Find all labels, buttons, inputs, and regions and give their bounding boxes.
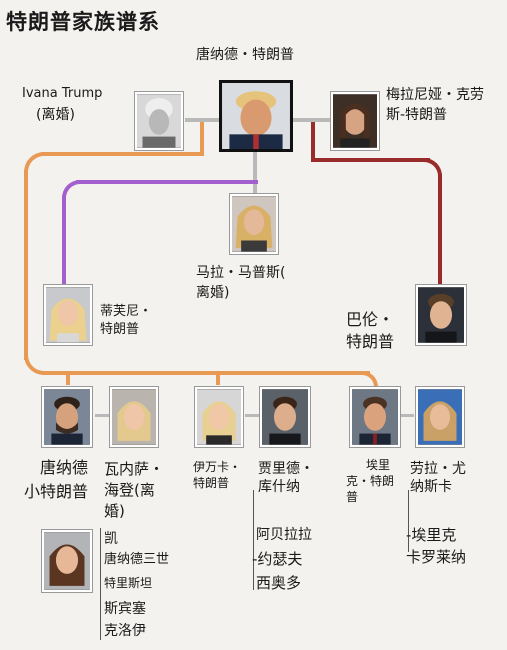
barron-photo xyxy=(416,285,466,345)
donjr-grandchild-3: 特里斯坦 xyxy=(104,576,153,590)
don-jr-label-1: 唐纳德 xyxy=(40,458,89,477)
donjr-grandchild-5: 克洛伊 xyxy=(104,623,146,639)
donjr-grandchild-2: 唐纳德三世 xyxy=(104,552,170,567)
lara-label-2: 纳斯卡 xyxy=(410,479,452,495)
eric-grandchild-1: -埃里克 xyxy=(406,526,457,544)
melania-label-1: 梅拉尼娅・克劳 xyxy=(386,87,484,103)
eric-label-1: 埃里 xyxy=(366,458,391,472)
donald-label: 唐纳德・特朗普 xyxy=(196,47,294,63)
eric-label-2: 克・特朗 xyxy=(346,474,395,488)
vanessa-label-3: 婚) xyxy=(104,502,125,520)
tiffany-label-2: 特朗普 xyxy=(100,322,140,337)
don-jr-label-2: 小特朗普 xyxy=(24,482,89,501)
tiffany-label-1: 蒂芙尼・ xyxy=(100,304,153,319)
kai-photo xyxy=(42,530,92,592)
eric-grandchild-2: 卡罗莱纳 xyxy=(406,548,467,566)
vanessa-label-1: 瓦内萨・ xyxy=(104,460,165,478)
marla-label-1: 马拉・马普斯( xyxy=(196,265,286,281)
ivanka-grandchild-3: 西奥多 xyxy=(256,574,302,592)
lara-photo xyxy=(416,387,464,447)
ivanka-grandchild-1: 阿贝拉拉 xyxy=(256,527,312,543)
jared-label-1: 贾里德・ xyxy=(258,461,314,477)
ivana-note: (离婚) xyxy=(36,107,75,123)
marla-photo xyxy=(230,194,278,254)
jared-label-2: 库什纳 xyxy=(258,479,300,495)
ivanka-label-1: 伊万卡・ xyxy=(193,460,242,474)
donjr-grandchild-1: 凯 xyxy=(104,531,118,547)
donald-photo xyxy=(219,80,293,152)
vanessa-label-2: 海登(离 xyxy=(104,481,155,499)
vanessa-photo xyxy=(110,387,158,447)
eric-photo xyxy=(350,387,400,447)
jared-photo xyxy=(260,387,310,447)
page-title: 特朗普家族谱系 xyxy=(6,10,160,34)
tiffany-photo xyxy=(44,285,92,345)
donjr-grandchild-4: 斯宾塞 xyxy=(104,601,146,617)
ivanka-grandchild-2: -约瑟夫 xyxy=(252,550,303,568)
melania-label-2: 斯-特朗普 xyxy=(386,107,448,123)
barron-label-2: 特朗普 xyxy=(346,332,395,351)
marla-label-2: 离婚) xyxy=(196,285,230,301)
ivanka-photo xyxy=(195,387,243,447)
don-jr-photo xyxy=(42,387,92,447)
melania-photo xyxy=(331,92,379,150)
barron-label-1: 巴伦・ xyxy=(346,310,395,329)
ivana-name: Ivana Trump xyxy=(22,86,103,101)
eric-label-3: 普 xyxy=(346,490,359,504)
lara-label-1: 劳拉・尤 xyxy=(410,461,466,477)
ivanka-label-2: 特朗普 xyxy=(193,476,230,490)
ivana-photo xyxy=(135,92,183,150)
